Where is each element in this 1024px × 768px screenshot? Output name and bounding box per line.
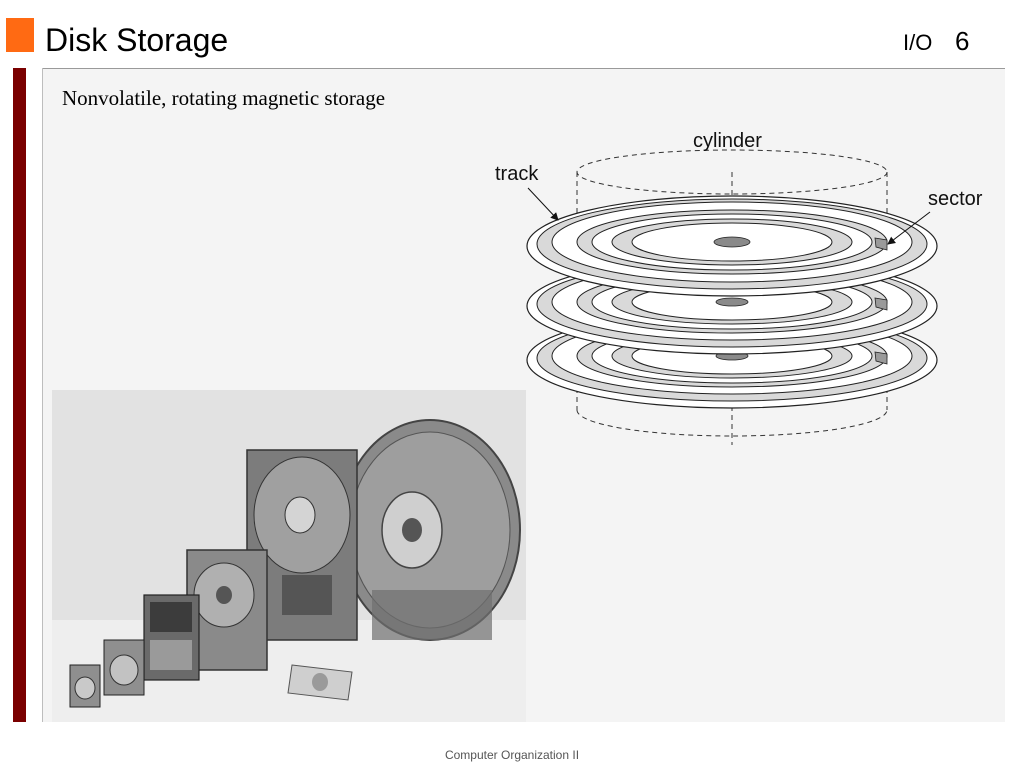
disk-geometry-diagram: cylinder track sector — [495, 130, 983, 445]
title-accent-square — [6, 18, 34, 52]
section-label: I/O — [903, 30, 933, 55]
dollar-bill — [287, 664, 353, 701]
sector-pointer-arrow — [887, 211, 931, 245]
sector-wedge-middle — [874, 297, 888, 311]
sector-wedge-bottom — [874, 351, 888, 365]
smaller-disk-drive — [103, 639, 145, 696]
disk-drives-photo — [52, 390, 526, 722]
sector-label: sector — [928, 188, 983, 210]
small-disk-drive — [143, 594, 200, 681]
track-label: track — [495, 163, 539, 185]
large-disk-drive — [339, 419, 521, 641]
medium-disk-drive — [186, 549, 268, 671]
content-left-border — [42, 68, 43, 722]
platter-top — [526, 195, 938, 297]
footer-course-name: Computer Organization II — [444, 748, 580, 762]
page-number: 6 — [955, 26, 970, 56]
slide-subtitle: Nonvolatile, rotating magnetic storage — [62, 86, 386, 110]
cylinder-bottom-outline — [576, 409, 888, 437]
slide-title: Disk Storage — [45, 22, 229, 58]
left-accent-bar — [13, 68, 26, 722]
sector-wedge-top — [874, 237, 888, 251]
smallest-disk-drive — [69, 664, 101, 708]
title-divider — [42, 68, 1005, 69]
track-pointer-arrow — [527, 187, 559, 221]
cylinder-label: cylinder — [693, 130, 762, 152]
